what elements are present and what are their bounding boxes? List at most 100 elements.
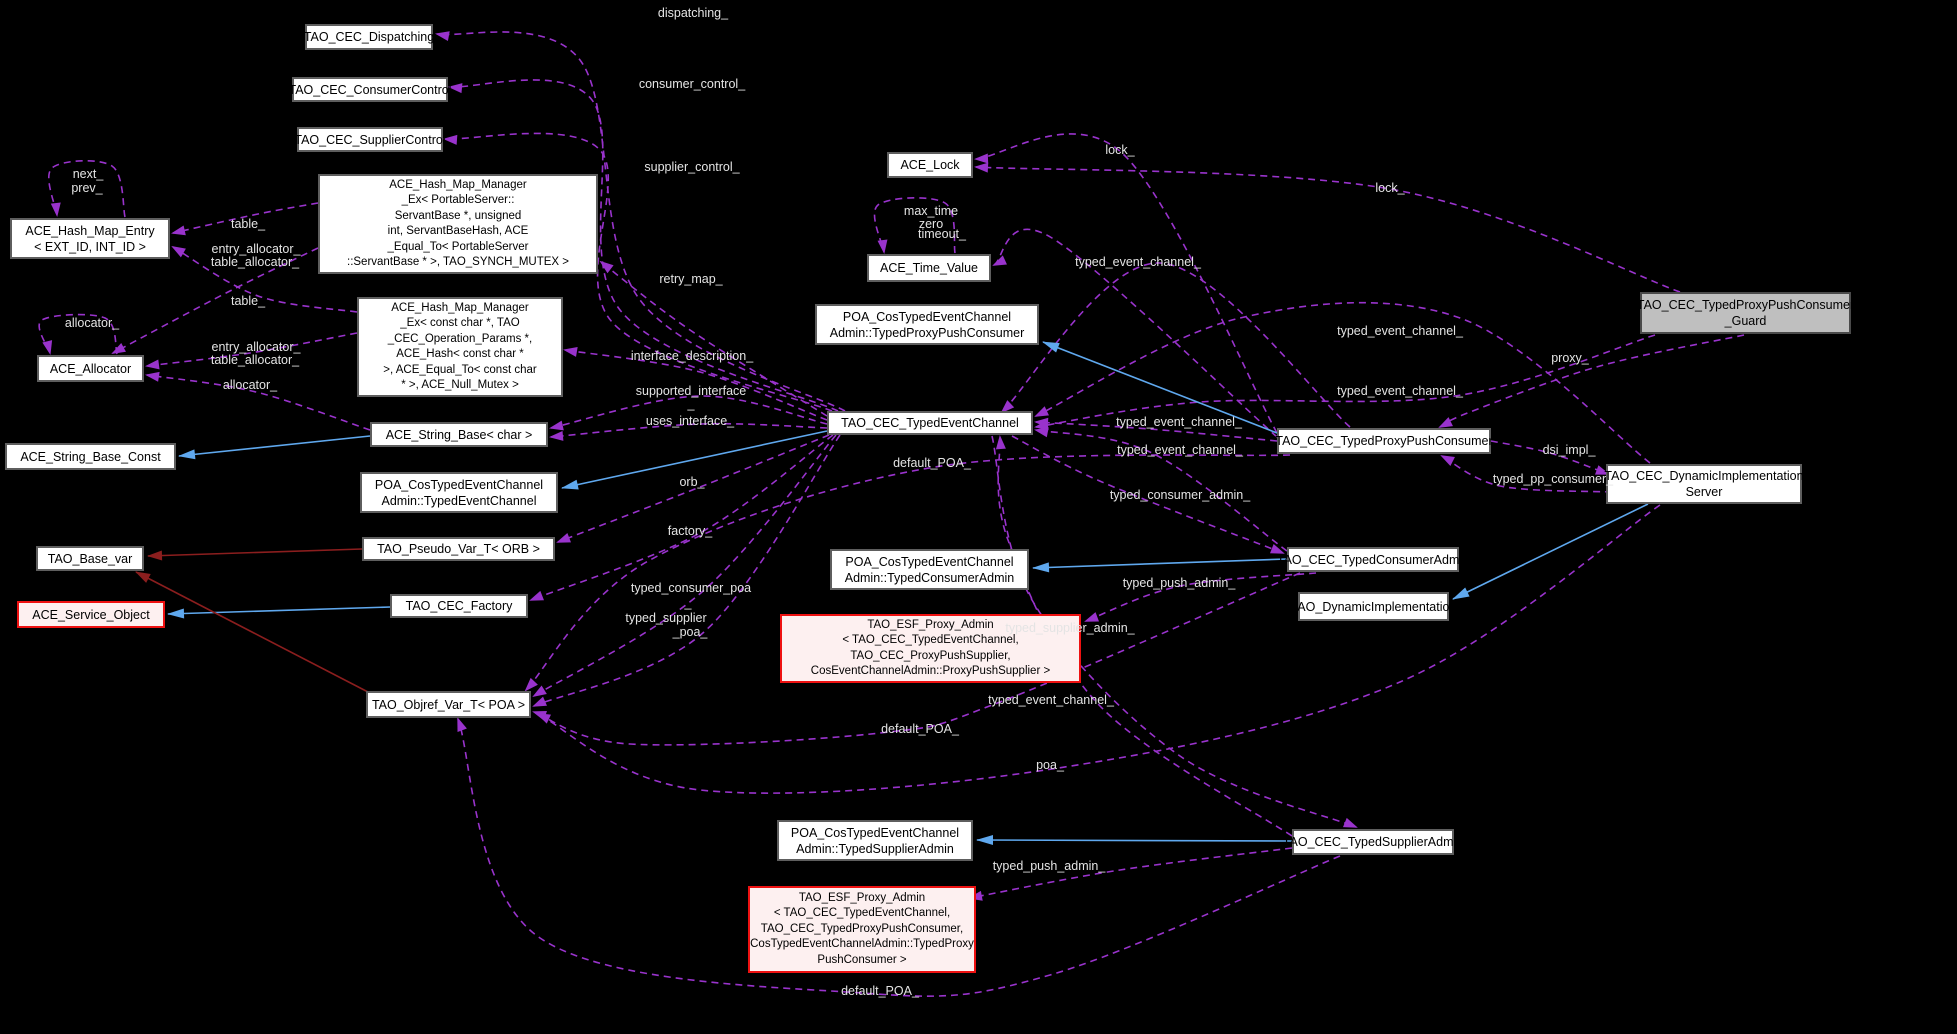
- node-tao-cec-typed-proxy-push-consumer[interactable]: TAO_CEC_TypedProxyPushConsumer: [1275, 428, 1493, 454]
- node-label-line: TAO_CEC_Factory: [405, 599, 513, 613]
- node-tao-cec-typed-proxy-push-consumer-guard[interactable]: TAO_CEC_TypedProxyPushConsumer _Guard: [1636, 292, 1855, 334]
- edge-lock-2: [974, 162, 1681, 293]
- node-ace-time-value[interactable]: ACE_Time_Value: [867, 254, 991, 282]
- edge-label: interface_description_: [630, 349, 754, 363]
- node-label-line: ACE_Hash_Map_Entry: [25, 223, 155, 238]
- edge-label: typed_event_channel_: [1116, 415, 1242, 429]
- edge-label: default_POA_: [841, 984, 919, 998]
- edge-label: typed_supplier_admin_: [1005, 621, 1135, 635]
- edge-orb: [556, 434, 830, 543]
- node-tao-base-var[interactable]: TAO_Base_var: [36, 546, 144, 571]
- edge-label: supported_interface: [635, 384, 747, 398]
- edge-label: entry_allocator_: [211, 242, 301, 256]
- edge-table-1: [171, 202, 319, 236]
- edge-objref-var-inherits: [135, 571, 369, 693]
- node-label-line: TAO_CEC_ConsumerControl: [288, 82, 452, 97]
- node-tao-esf-proxy-admin-pps[interactable]: TAO_ESF_Proxy_Admin< TAO_CEC_TypedEventC…: [780, 614, 1081, 683]
- edge-entry-table-allocator-1: [111, 247, 319, 354]
- edge-typed-event-channel-4: [1034, 301, 1651, 464]
- edge-label: timeout_: [918, 227, 966, 241]
- edge-label: typed_consumer_admin_: [1109, 488, 1251, 502]
- node-label-line: TAO_Pseudo_Var_T< ORB >: [377, 542, 540, 556]
- node-label-line: _Equal_To< PortableServer: [387, 240, 529, 253]
- edge-typed-consumer-admin: [1011, 435, 1285, 554]
- edge-label: orb_: [679, 475, 705, 489]
- node-tao-cec-typed-supplier-admin[interactable]: TAO_CEC_TypedSupplierAdmin: [1283, 829, 1463, 855]
- node-ace-allocator[interactable]: ACE_Allocator: [37, 355, 144, 382]
- node-label-line: _Guard: [1724, 314, 1767, 328]
- node-tao-cec-typed-event-channel[interactable]: TAO_CEC_TypedEventChannel: [827, 411, 1033, 435]
- node-label-line: ACE_Time_Value: [880, 261, 978, 275]
- node-label-line: TAO_Base_var: [47, 551, 133, 566]
- node-label-line: CosTypedEventChannelAdmin::TypedProxy: [750, 938, 974, 951]
- edge-label: _: [687, 397, 695, 411]
- node-ace-hash-map-manager-opparams[interactable]: ACE_Hash_Map_Manager_Ex< const char *, T…: [357, 297, 563, 397]
- node-label-line: ACE_Hash< const char *: [396, 348, 524, 360]
- node-ace-hash-map-manager-servant[interactable]: ACE_Hash_Map_Manager_Ex< PortableServer:…: [318, 174, 598, 274]
- node-tao-dynamic-implementation[interactable]: TAO_DynamicImplementation: [1291, 592, 1456, 621]
- node-label-line: TAO_CEC_TypedConsumerAdmin: [1276, 552, 1470, 567]
- node-label-line: < EXT_ID, INT_ID >: [34, 239, 146, 254]
- node-tao-cec-dispatching[interactable]: TAO_CEC_Dispatching: [304, 24, 434, 50]
- node-label-line: Admin::TypedEventChannel: [381, 493, 537, 508]
- node-ace-string-base[interactable]: ACE_String_Base< char >: [370, 422, 548, 447]
- node-tao-cec-consumer-control[interactable]: TAO_CEC_ConsumerControl: [288, 77, 452, 102]
- edge-label: table_: [230, 294, 266, 308]
- edge-interface-description: [563, 347, 828, 421]
- edge-label: dispatching_: [657, 6, 729, 20]
- edge-default-poa-3: [457, 717, 1341, 997]
- node-ace-hash-map-entry[interactable]: ACE_Hash_Map_Entry< EXT_ID, INT_ID >: [10, 218, 170, 259]
- node-ace-lock[interactable]: ACE_Lock: [887, 152, 973, 178]
- edge-label: typed_event_channel_: [1337, 324, 1463, 338]
- node-label-line: TAO_ESF_Proxy_Admin: [867, 618, 994, 631]
- edge-allocator: [145, 371, 371, 431]
- node-tao-cec-supplier-control[interactable]: TAO_CEC_SupplierControl: [294, 127, 446, 152]
- edge-label: supplier_control_: [644, 160, 740, 174]
- edge-label: default_POA_: [881, 722, 959, 736]
- node-tao-esf-proxy-admin-tppc[interactable]: TAO_ESF_Proxy_Admin< TAO_CEC_TypedEventC…: [748, 886, 976, 973]
- edge-label: typed_event_channel_: [1075, 255, 1201, 269]
- edge-label: typed_supplier: [625, 611, 707, 625]
- node-tao-cec-factory[interactable]: TAO_CEC_Factory: [390, 594, 528, 618]
- node-label-line: TAO_CEC_SupplierControl: [294, 132, 446, 147]
- edge-label: entry_allocator_: [211, 340, 301, 354]
- node-ace-string-base-const[interactable]: ACE_String_Base_Const: [5, 443, 176, 470]
- edge-dis-inherits: [1452, 503, 1649, 600]
- edge-label: typed_event_channel_: [1117, 443, 1243, 457]
- node-label-line: TAO_CEC_TypedEventChannel: [841, 416, 1019, 430]
- node-label-line: < TAO_CEC_TypedEventChannel,: [773, 907, 951, 920]
- node-tao-objref-var-t-poa[interactable]: TAO_Objref_Var_T< POA >: [366, 691, 531, 718]
- edge-uses-interface: [549, 422, 828, 441]
- node-ace-service-object[interactable]: ACE_Service_Object: [17, 601, 165, 628]
- edge-typed-event-channel-2: [1034, 417, 1278, 442]
- node-label-line: TAO_DynamicImplementation: [1290, 599, 1457, 614]
- edge-lock-1: [974, 133, 1278, 434]
- node-tao-pseudo-var-t-orb[interactable]: TAO_Pseudo_Var_T< ORB >: [362, 537, 555, 561]
- node-label-line: >, ACE_Equal_To< const char: [383, 363, 537, 376]
- edge-factory-inherits: [167, 606, 391, 619]
- node-label-line: CosEventChannelAdmin::ProxyPushSupplier …: [810, 665, 1051, 677]
- edge-default-poa-2: [532, 572, 1301, 746]
- node-label-line: TAO_CEC_TypedSupplierAdmin: [1282, 835, 1464, 849]
- edge-label: lock_: [1375, 181, 1405, 195]
- edge-label: table_allocator_: [210, 255, 300, 269]
- edge-default-poa-1: [524, 454, 1291, 692]
- edge-label: allocator_: [64, 316, 120, 330]
- edge-label: typed_event_channel_: [1337, 384, 1463, 398]
- node-label-line: POA_CosTypedEventChannel: [374, 477, 544, 492]
- node-label-line: TAO_CEC_TypedProxyPushConsumer: [1636, 298, 1855, 312]
- edge-typed-event-channel-1: [1000, 262, 1351, 428]
- node-tao-cec-typed-consumer-admin[interactable]: TAO_CEC_TypedConsumerAdmin: [1277, 547, 1469, 572]
- edge-label: typed_push_admin_: [1122, 576, 1236, 590]
- edge-typed-pp-consumer: [1440, 455, 1613, 493]
- edge-label: next_: [72, 167, 104, 181]
- edge-tec-inherits: [561, 430, 828, 490]
- node-label-line: int, ServantBaseHash, ACE: [387, 225, 529, 237]
